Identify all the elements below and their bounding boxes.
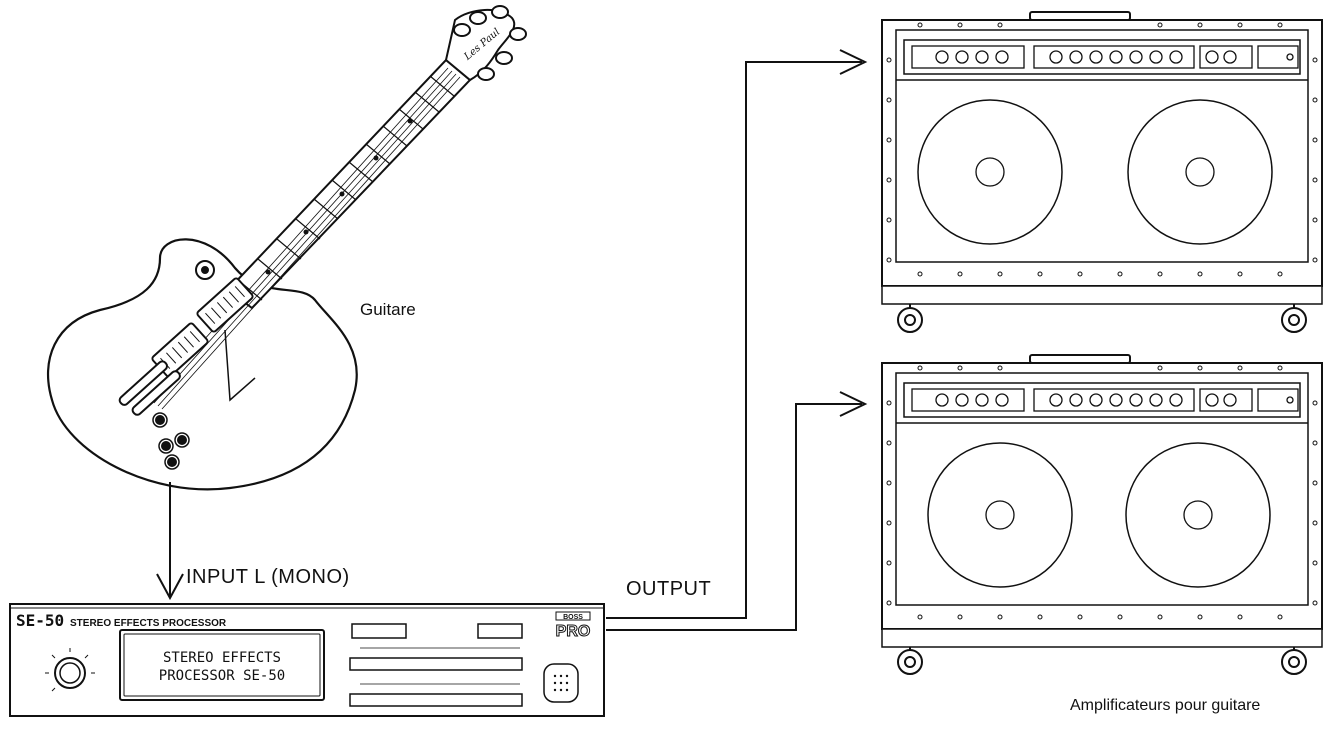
cable-output-to-amp-bottom: [606, 391, 868, 631]
processor-model-label: SE-50: [16, 611, 64, 630]
input-level-knob[interactable]: [45, 648, 95, 692]
guitar-amp-icon-top: [881, 11, 1323, 333]
guitar-icon: Les Paul: [47, 5, 527, 491]
page-button[interactable]: [351, 623, 407, 639]
display-line-2: PROCESSOR SE-50: [159, 668, 285, 684]
guitar-label: Guitare: [360, 300, 416, 319]
brand-pro-logo: PRO: [556, 623, 591, 640]
input-label: INPUT L (MONO): [186, 566, 350, 588]
output-label: OUTPUT: [626, 578, 712, 600]
keypad-button[interactable]: [543, 663, 579, 703]
cable-output-to-amp-top: [606, 49, 868, 619]
effect-slider[interactable]: [349, 693, 523, 707]
value-slider[interactable]: [349, 657, 523, 671]
write-button[interactable]: [477, 623, 523, 639]
se50-processor: SE-50 STEREO EFFECTS PROCESSOR STEREO EF…: [9, 603, 605, 717]
amplifiers-label: Amplificateurs pour guitare: [1070, 697, 1261, 714]
brand-logo: BOSS: [563, 614, 583, 621]
processor-subtitle: STEREO EFFECTS PROCESSOR: [70, 618, 227, 629]
display-line-1: STEREO EFFECTS: [163, 650, 281, 666]
cable-guitar-to-input: [156, 482, 184, 601]
guitar-amp-icon-bottom: [881, 354, 1323, 675]
